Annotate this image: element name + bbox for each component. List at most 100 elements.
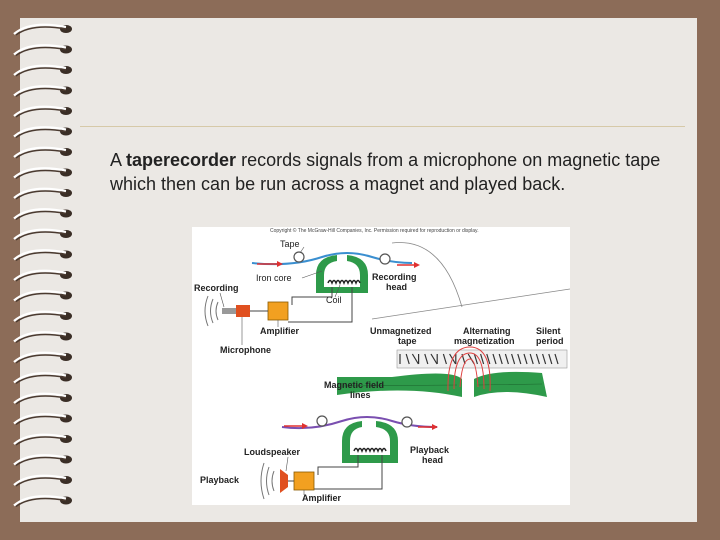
binding-ring [13, 433, 72, 446]
tape-domain-mark [486, 353, 491, 365]
recording-head [316, 255, 368, 293]
text-bold-term: taperecorder [126, 150, 237, 170]
header-rule [80, 126, 685, 127]
binding-ring [13, 249, 72, 262]
field-line-3 [447, 346, 491, 392]
microphone-body [222, 308, 236, 314]
tape-arrow-right-head [414, 262, 420, 268]
tape-arrow-left-head [277, 261, 283, 267]
binding-ring [13, 351, 72, 364]
binding-ring [13, 331, 72, 344]
tape-domain-mark [442, 353, 447, 365]
label-loudspeaker: Loudspeaker [244, 447, 301, 457]
binding-ring [13, 85, 72, 98]
magnetized-tape-section: Unmagnetized tape Alternating magnetizat… [324, 326, 568, 400]
tape-domain-mark [529, 353, 534, 365]
label-unmagnetized-1: Unmagnetized [370, 326, 432, 336]
sound-waves-out [260, 462, 275, 500]
label-coil: Coil [326, 295, 342, 305]
tape-domain-mark [411, 353, 419, 365]
text-after: records signals from a microphone on mag… [110, 150, 661, 194]
loudspeaker [280, 469, 288, 493]
binding-ring [13, 228, 72, 241]
label-silent-1: Silent [536, 326, 561, 336]
playback-guide-right [401, 416, 413, 428]
tape-domain-mark [511, 353, 516, 365]
tape-guide-left [293, 251, 305, 263]
magnify-arc [391, 242, 463, 308]
binding-ring [13, 413, 72, 426]
binding-ring [13, 208, 72, 221]
label-recording-head-2: head [386, 282, 407, 292]
band-right-stripe [476, 383, 543, 386]
binding-ring [13, 105, 72, 118]
tape-top [251, 252, 413, 266]
label-playback-head-1: Playback [410, 445, 450, 455]
label-playback-head-2: head [422, 455, 443, 465]
pointer-loudspeaker [285, 456, 289, 472]
playback-section: Loudspeaker Playback head Playback Ampli… [200, 415, 450, 503]
amplifier-bottom [293, 471, 315, 491]
binding-ring [13, 290, 72, 303]
pointer-tape [299, 246, 305, 254]
amplifier-top [267, 301, 289, 321]
spiral-binding [13, 23, 72, 508]
binding-ring [13, 44, 72, 57]
text-before: A [110, 150, 127, 170]
tape-recorder-diagram: Copyright © The McGraw-Hill Companies, I… [192, 227, 570, 505]
label-microphone: Microphone [220, 345, 271, 355]
field-line-2 [453, 352, 485, 390]
tape-domain-mark [405, 353, 410, 365]
pointer-recording [219, 292, 225, 308]
tape-domain-mark [430, 353, 438, 365]
sound-waves-in [204, 295, 219, 327]
tape-domain-mark [473, 353, 478, 365]
binding-ring [13, 269, 72, 282]
playback-arrow-left-head [302, 423, 308, 429]
playback-guide-left [316, 415, 328, 427]
tape-domain-mark [554, 353, 559, 365]
label-silent-2: period [536, 336, 564, 346]
binding-ring [13, 126, 72, 139]
tape-domain-mark [492, 353, 497, 365]
label-iron-core: Iron core [256, 273, 292, 283]
pointer-iron-core [301, 270, 323, 279]
magnify-line [371, 288, 570, 320]
tape-guide-right [379, 253, 391, 265]
label-field-lines-1: Magnetic field [324, 380, 384, 390]
binding-ring [13, 392, 72, 405]
label-alternating-1: Alternating [463, 326, 511, 336]
tape-domain-mark [548, 353, 553, 365]
binding-ring [13, 454, 72, 467]
binding-ring [13, 146, 72, 159]
band-left-stripe [341, 384, 458, 387]
label-playback: Playback [200, 475, 240, 485]
playback-arrow-right-head [432, 424, 438, 430]
playback-coil [353, 447, 387, 454]
playback-head [342, 421, 398, 463]
recording-coil [327, 279, 361, 286]
tape-domain-mark [517, 353, 522, 365]
slide-body-text: A taperecorder records signals from a mi… [110, 148, 670, 196]
tape-domain-mark [542, 353, 547, 365]
tape-domain-mark [498, 353, 503, 365]
label-recording-head-1: Recording [372, 272, 417, 282]
binding-ring [13, 23, 72, 36]
label-unmagnetized-2: tape [398, 336, 417, 346]
label-field-lines-2: lines [350, 390, 371, 400]
label-tape: Tape [280, 239, 300, 249]
binding-ring [13, 474, 72, 487]
binding-ring [13, 64, 72, 77]
tape-domain-mark [523, 353, 528, 365]
tape-domain-mark [480, 353, 485, 365]
wire-playback-1 [317, 455, 359, 475]
tape-domain-mark [535, 353, 540, 365]
field-line-1 [459, 358, 479, 388]
tape-domain-mark [504, 353, 509, 365]
microphone [236, 305, 250, 317]
copyright-note: Copyright © The McGraw-Hill Companies, I… [270, 227, 479, 234]
wire-coil-amp-1 [291, 287, 333, 305]
binding-ring [13, 495, 72, 508]
tape-domain-mark [424, 353, 429, 365]
pointer-coil [334, 284, 341, 298]
